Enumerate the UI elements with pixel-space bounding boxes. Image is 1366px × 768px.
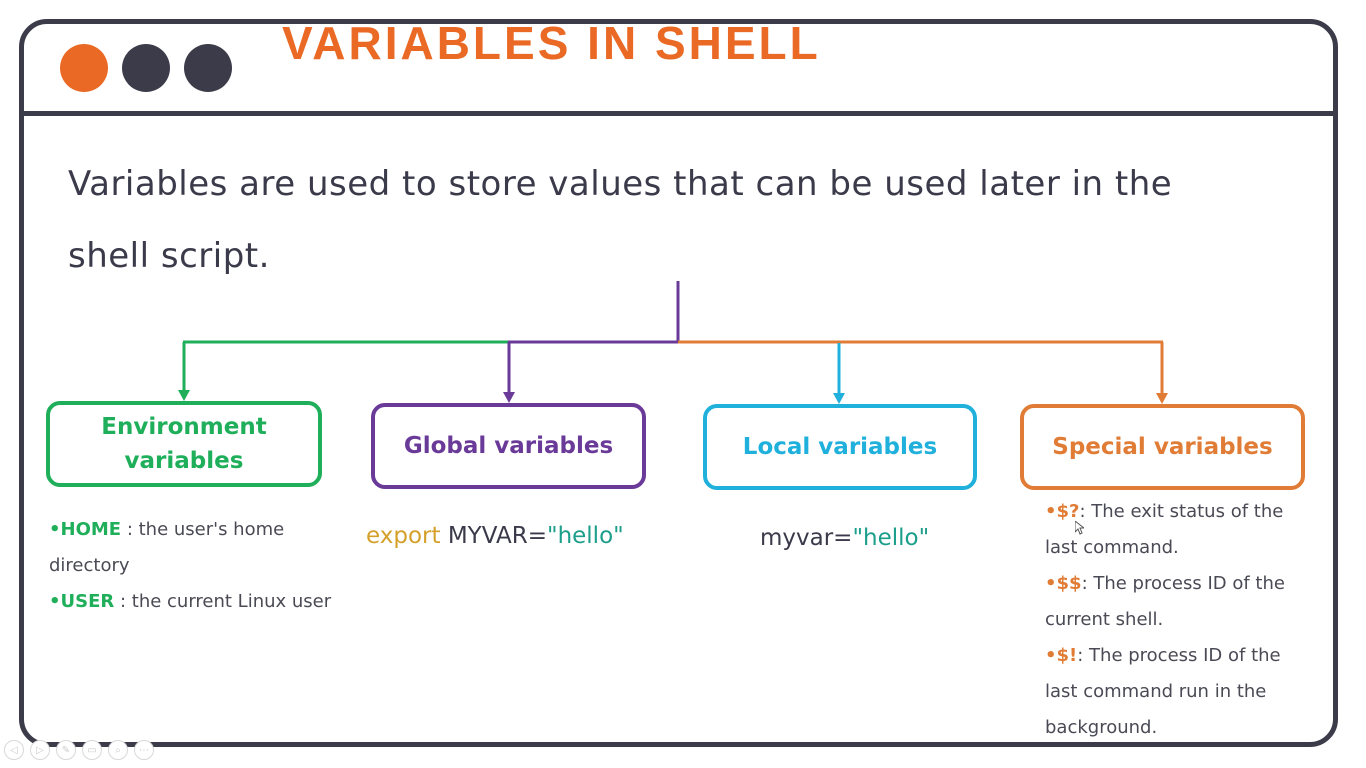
local-variable-example: myvar="hello" (760, 522, 929, 554)
arrow-special (1156, 393, 1168, 404)
global-variables-label: Global variables (403, 433, 614, 459)
list-item-text: : the current Linux user (114, 591, 332, 612)
list-item-text: : The process ID of the current shell. (1045, 573, 1285, 630)
code-name: MYVAR= (440, 523, 547, 549)
special-variables-box: Special variables (1020, 404, 1305, 490)
special-variables-label: Special variables (1052, 434, 1273, 460)
special-variables-list: •$?: The exit status of the last command… (1045, 494, 1315, 746)
list-item: •$?: The exit status of the last command… (1045, 494, 1315, 566)
slide-title: VARIABLES IN SHELL (282, 17, 821, 69)
list-item-text: : The exit status of the last command. (1045, 501, 1284, 558)
list-item: •USER : the current Linux user (49, 584, 334, 620)
code-name: myvar= (760, 525, 853, 551)
next-icon[interactable]: ▷ (30, 740, 50, 760)
mouse-cursor-icon (1075, 521, 1084, 535)
orange-dot-icon (60, 44, 108, 92)
dark-dot-icon (184, 44, 232, 92)
list-item-key: •HOME (49, 519, 122, 540)
slides-icon[interactable]: ▭ (82, 740, 102, 760)
arrow-global (503, 392, 515, 403)
environment-variables-box: Environment variables (46, 401, 322, 487)
zoom-icon[interactable]: ⌕ (108, 740, 128, 760)
slide-header (24, 24, 1333, 116)
intro-text: Variables are used to store values that … (68, 164, 1173, 276)
arrow-local (833, 393, 845, 404)
prev-icon[interactable]: ◁ (4, 740, 24, 760)
code-keyword: export (366, 523, 441, 549)
list-item-text: : The process ID of the last command run… (1045, 645, 1281, 738)
list-item: •$!: The process ID of the last command … (1045, 638, 1315, 746)
list-item-key: •$$ (1045, 573, 1082, 594)
slide-frame (19, 19, 1338, 747)
code-value: "hello" (852, 525, 930, 551)
list-item-key: •USER (49, 591, 115, 612)
more-icon[interactable]: ⋯ (134, 740, 154, 760)
arrow-environment (178, 390, 190, 401)
environment-variables-label: Environment variables (101, 414, 267, 474)
dark-dot-icon (122, 44, 170, 92)
pen-icon[interactable]: ✎ (56, 740, 76, 760)
player-controls: ◁ ▷ ✎ ▭ ⌕ ⋯ (4, 740, 154, 760)
list-item: •$$: The process ID of the current shell… (1045, 566, 1315, 638)
list-item-key: •$? (1045, 501, 1080, 522)
list-item-text: : the user's home directory (49, 519, 285, 576)
list-item-key: •$! (1045, 645, 1078, 666)
list-item: •HOME : the user's home directory (49, 512, 334, 584)
local-variables-label: Local variables (742, 434, 938, 460)
code-value: "hello" (546, 523, 624, 549)
global-variables-box: Global variables (371, 403, 646, 489)
local-variables-box: Local variables (703, 404, 977, 490)
global-variable-example: export MYVAR="hello" (366, 520, 624, 552)
environment-variables-list: •HOME : the user's home directory •USER … (49, 512, 334, 620)
